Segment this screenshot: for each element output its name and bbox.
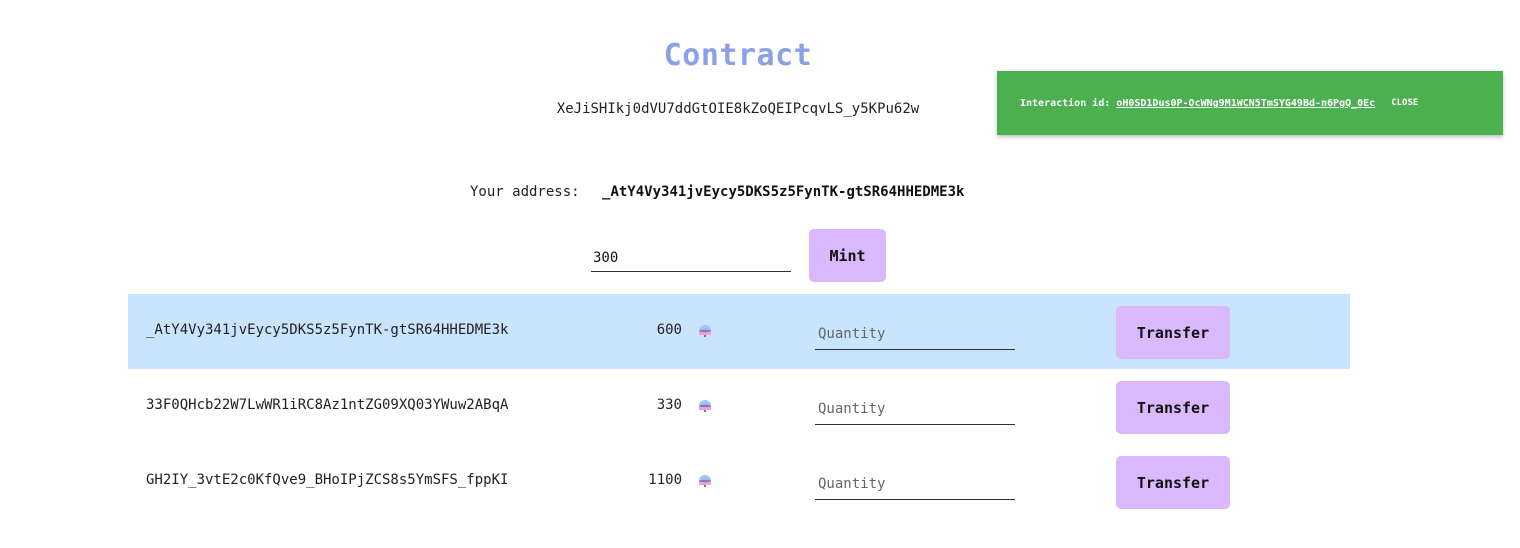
balance-amount: 600 [656, 322, 682, 338]
contract-id: XeJiSHIkj0dVU7ddGtOIE8kZoQEIPcqvLS_y5KPu… [556, 101, 920, 117]
toast-close-button[interactable]: CLOSE [1391, 98, 1419, 108]
quantity-input[interactable] [815, 468, 1015, 500]
quantity-input[interactable] [815, 318, 1015, 350]
your-address-row: Your address: _AtY4Vy341jvEycy5DKS5z5Fyn… [470, 184, 964, 200]
balance-row: _AtY4Vy341jvEycy5DKS5z5FynTK-gtSR64HHEDM… [128, 294, 1350, 369]
toast-label: Interaction id: [1020, 97, 1111, 109]
notification-toast: Interaction id: oH0SD1Dus0P-OcWNg9M1WCN5… [997, 71, 1503, 135]
transfer-button[interactable]: Transfer [1116, 306, 1230, 359]
quantity-input[interactable] [815, 393, 1015, 425]
balance-row: GH2IY_3vtE2c0KfQve9_BHoIPjZCS8s5YmSFS_fp… [128, 444, 1350, 519]
your-address-label: Your address: [470, 184, 580, 200]
balance-address: GH2IY_3vtE2c0KfQve9_BHoIPjZCS8s5YmSFS_fp… [146, 472, 509, 488]
token-icon [699, 325, 711, 337]
balance-address: _AtY4Vy341jvEycy5DKS5z5FynTK-gtSR64HHEDM… [146, 322, 509, 338]
mint-amount-input[interactable] [591, 244, 791, 272]
balance-amount: 1100 [648, 472, 682, 488]
balance-amount: 330 [656, 397, 682, 413]
mint-button[interactable]: Mint [809, 229, 886, 282]
transfer-button[interactable]: Transfer [1116, 381, 1230, 434]
transfer-button[interactable]: Transfer [1116, 456, 1230, 509]
your-address-value: _AtY4Vy341jvEycy5DKS5z5FynTK-gtSR64HHEDM… [602, 184, 965, 200]
token-icon [699, 475, 711, 487]
balance-address: 33F0QHcb22W7LwWR1iRC8Az1ntZG09XQ03YWuw2A… [146, 397, 509, 413]
balance-row: 33F0QHcb22W7LwWR1iRC8Az1ntZG09XQ03YWuw2A… [128, 369, 1350, 444]
interaction-id-link[interactable]: oH0SD1Dus0P-OcWNg9M1WCN5TmSYG49Bd-n6PgQ_… [1116, 97, 1376, 109]
token-icon [699, 400, 711, 412]
page-title: Contract [663, 38, 813, 73]
